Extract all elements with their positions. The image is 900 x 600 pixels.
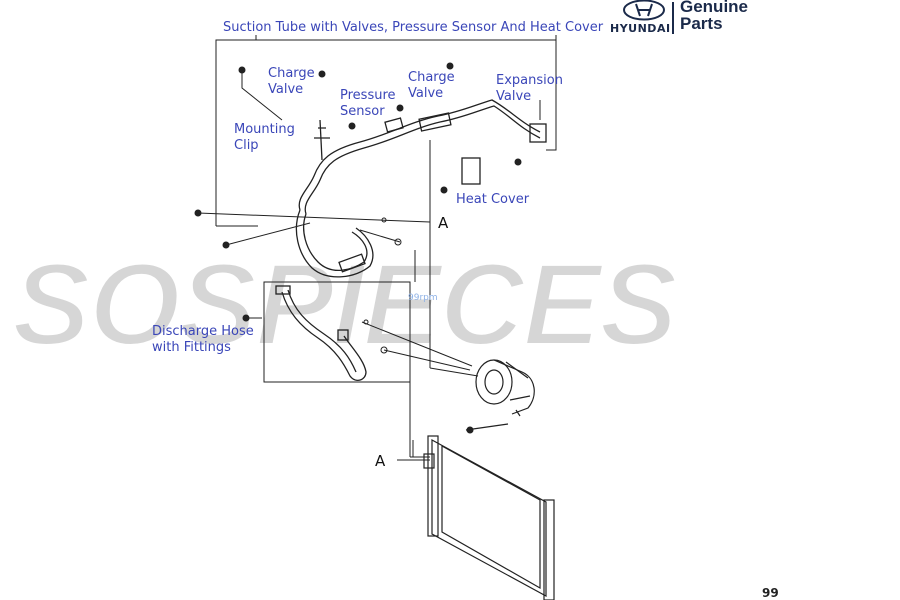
compressor <box>465 359 535 431</box>
leader-lines <box>197 35 557 461</box>
label-expansion-valve: Expansion Valve <box>496 73 563 104</box>
label-charge-valve-1: Charge Valve <box>268 66 315 97</box>
label-discharge-hose: Discharge Hose with Fittings <box>152 324 254 355</box>
hyundai-emblem-icon <box>623 0 665 21</box>
fasteners <box>194 62 522 434</box>
label-suction-tube: Suction Tube with Valves, Pressure Senso… <box>223 20 604 35</box>
watermark-text: SOSPIECES <box>12 239 677 371</box>
condenser <box>423 435 555 600</box>
hyundai-wordmark: HYUNDAI <box>610 22 671 35</box>
connector-a-lower: A <box>375 452 386 470</box>
label-heat-cover: Heat Cover <box>456 192 530 207</box>
label-mounting-clip: Mounting Clip <box>234 122 295 153</box>
suction-tube <box>295 99 547 278</box>
parts-text: Parts <box>680 14 723 33</box>
small-rings <box>363 217 402 354</box>
label-pressure-sensor: Pressure Sensor <box>340 88 396 119</box>
hyundai-genuine-parts-logo: HYUNDAI Genuine Parts <box>608 0 758 38</box>
watermark-small: 99rpm <box>408 293 438 303</box>
genuine-text: Genuine <box>680 0 749 16</box>
label-charge-valve-2: Charge Valve <box>408 70 455 101</box>
discharge-hose <box>275 285 367 382</box>
watermark-graphic: SOSPIECES <box>10 237 681 373</box>
brand-separator <box>672 2 674 34</box>
connector-a-upper: A <box>438 214 449 232</box>
watermark-footer: 99 <box>762 586 779 600</box>
